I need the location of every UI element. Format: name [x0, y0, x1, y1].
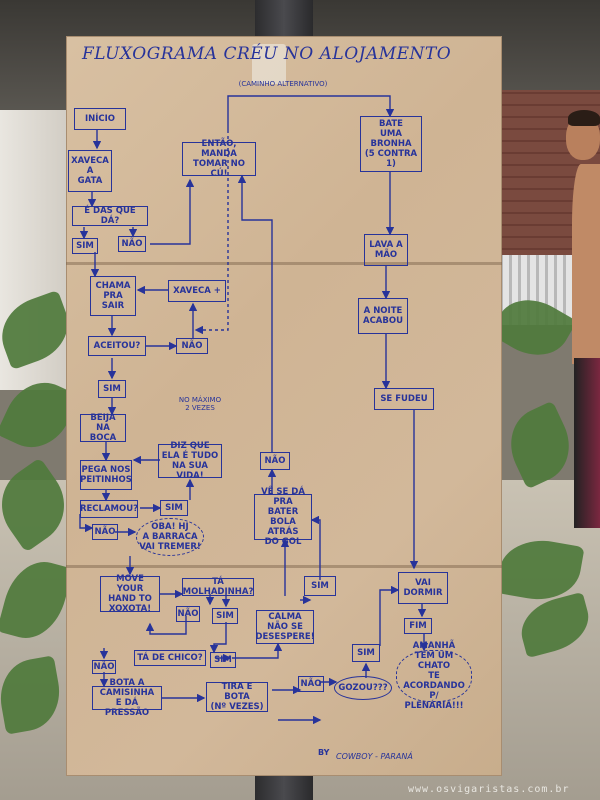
node-bate-bronha: BATE UMA BRONHA (5 CONTRA 1) [360, 116, 422, 172]
node-se-fudeu: SE FUDEU [374, 388, 434, 410]
node-tira-e-bota: TIRA E BOTA (Nº VEZES) [206, 682, 268, 712]
node-calma: CALMA NÃO SE DESESPERE! [256, 610, 314, 644]
node-e-das-que-da: É DAS QUE DÁ? [72, 206, 148, 226]
node-beija-boca: BEIJA NA BOCA [80, 414, 126, 442]
node-sim-6: SIM [352, 644, 380, 662]
watermark: www.osvigaristas.com.br [408, 784, 569, 795]
author-signature: COWBOY - PARANÁ [336, 752, 413, 761]
node-nao-5: NÃO [92, 660, 116, 674]
node-nao-1: NÃO [118, 236, 146, 252]
node-sim-3: SIM [160, 500, 188, 516]
node-nao-3: NÃO [92, 524, 118, 540]
max-note: NO MÁXIMO 2 VEZES [170, 396, 230, 412]
node-sim-gol: SIM [304, 576, 336, 596]
node-inicio: INÍCIO [74, 108, 126, 130]
node-nao-2: NÃO [176, 338, 208, 354]
byline: BY [318, 748, 329, 757]
node-chama-pra-sair: CHAMA PRA SAIR [90, 276, 136, 316]
node-fim: FIM [404, 618, 432, 634]
node-bota-camisinha: BOTA A CAMISINHA E DÁ PRESSÃO [92, 686, 162, 710]
node-xaveca-mais: XAVECA + [168, 280, 226, 302]
node-sim-1: SIM [72, 238, 98, 254]
node-vai-dormir: VAI DORMIR [398, 572, 448, 604]
node-sim-4: SIM [212, 608, 238, 624]
node-a-noite-acabou: A NOITE ACABOU [358, 298, 408, 334]
node-lava-mao: LAVA A MÃO [364, 234, 408, 266]
node-move-hand: MOVE YOUR HAND TO XOXOTA! [100, 576, 160, 612]
node-ta-de-chico: TÁ DE CHICO? [134, 650, 206, 666]
node-amanha: AMANHÃ TEM UM CHATO TE ACORDANDO P/ PLEN… [396, 650, 472, 702]
node-entao-manda: ENTÃO, MANDA TOMAR NO CÚ! [182, 142, 256, 176]
node-diz-que-ela: DIZ QUE ELA É TUDO NA SUA VIDA! [158, 444, 222, 478]
node-xaveca-gata: XAVECA A GATA [68, 150, 112, 192]
node-ta-molhadinha: TÁ MOLHADINHA? [182, 578, 254, 596]
node-reclamou: RECLAMOU? [80, 500, 138, 518]
node-nao-6: NÃO [298, 676, 324, 692]
node-pega-peitinhos: PEGA NOS PEITINHOS [80, 460, 132, 490]
node-nao-vertical: NÃO [260, 452, 290, 470]
node-gozou: GOZOU??? [334, 676, 392, 700]
node-nao-4: NÃO [176, 606, 200, 622]
node-sim-5: SIM [210, 652, 236, 668]
node-ve-se-da: VÊ SE DÁ PRA BATER BOLA ATRÁS DO GOL [254, 494, 312, 540]
alt-path-label: (CAMINHO ALTERNATIVO) [228, 80, 338, 88]
node-aceitou: ACEITOU? [88, 336, 146, 356]
node-sim-2: SIM [98, 380, 126, 398]
node-oba: OBA! HJ A BARRACA VAI TREMER! [136, 518, 204, 556]
